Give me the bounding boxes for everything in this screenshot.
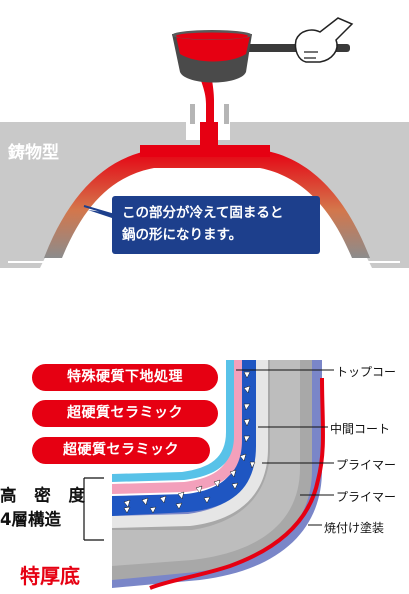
callout-baked-coating: 焼付け塗装 bbox=[324, 521, 385, 535]
callout-midcoat: 中間コート bbox=[330, 422, 391, 436]
mold-base-lines bbox=[8, 261, 400, 271]
density-bracket bbox=[83, 477, 104, 541]
hand-icon bbox=[294, 17, 354, 63]
mold-label: 鋳物型 bbox=[8, 143, 59, 163]
note-pointer bbox=[88, 210, 118, 220]
molten-dome bbox=[44, 150, 370, 258]
pan-cross-section bbox=[112, 360, 325, 590]
molten-sprue bbox=[200, 122, 218, 148]
callout-lines bbox=[236, 369, 334, 526]
density-label: 高 密 度 4層構造 bbox=[0, 484, 91, 532]
layer-label-ceramic-1: 超硬質セラミック bbox=[32, 400, 218, 427]
molten-bar bbox=[140, 145, 270, 157]
sprue-post-left bbox=[190, 104, 195, 124]
density-label-line-2: 4層構造 bbox=[0, 510, 61, 529]
cooling-note-line-2: 鍋の形になります。 bbox=[122, 227, 243, 243]
cooling-note: この部分が冷えて固まると 鍋の形になります。 bbox=[112, 196, 320, 254]
callout-topcoat: トップコー bbox=[336, 365, 397, 379]
layer-label-special-base: 特殊硬質下地処理 bbox=[32, 364, 218, 391]
layer-label-ceramic-2: 超硬質セラミック bbox=[32, 437, 210, 464]
thick-bottom-label: 特厚底 bbox=[20, 564, 80, 588]
callout-primer-1: プライマー bbox=[336, 458, 397, 472]
callout-primer-2: プライマー bbox=[336, 490, 397, 504]
sprue-post-right bbox=[224, 104, 229, 124]
density-label-line-1: 高 密 度 bbox=[0, 486, 91, 505]
cooling-note-line-1: この部分が冷えて固まると bbox=[122, 205, 284, 221]
